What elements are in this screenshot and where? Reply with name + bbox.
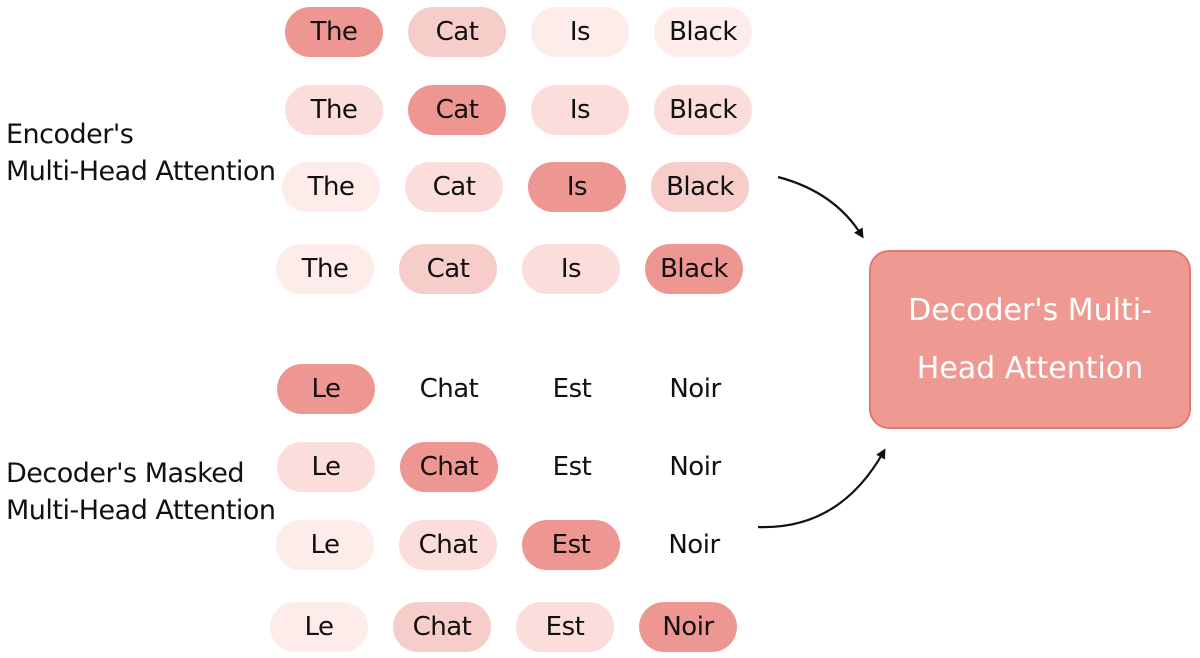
encoder-token-r4-c2: Cat bbox=[399, 244, 497, 294]
encoder-token-r1-c3: Is bbox=[531, 7, 629, 57]
decoder-token-label: Est bbox=[552, 452, 592, 482]
decoder-token-label: Chat bbox=[419, 452, 479, 482]
decoder-token-label: Est bbox=[545, 612, 585, 642]
decoder-token-r3-c4: Noir bbox=[645, 520, 743, 570]
encoder-to-decoder-arrow bbox=[777, 175, 864, 239]
decoder-token-r1-c1: Le bbox=[277, 364, 375, 414]
encoder-token-label: Cat bbox=[435, 95, 479, 125]
decoder-token-label: Le bbox=[310, 530, 340, 560]
encoder-token-label: Is bbox=[566, 172, 588, 202]
encoder-token-label: The bbox=[310, 95, 358, 125]
encoder-token-r2-c2: Cat bbox=[408, 85, 506, 135]
encoder-token-label: Black bbox=[660, 254, 728, 284]
encoder-token-label: Cat bbox=[432, 172, 476, 202]
decoder-token-label: Le bbox=[304, 612, 334, 642]
decoder-token-r2-c2: Chat bbox=[400, 442, 498, 492]
decoder-token-label: Chat bbox=[418, 530, 478, 560]
encoder-token-r2-c1: The bbox=[285, 85, 383, 135]
decoder-token-r1-c4: Noir bbox=[646, 364, 744, 414]
decoder-token-r4-c3: Est bbox=[516, 602, 614, 652]
encoder-token-r1-c1: The bbox=[285, 7, 383, 57]
decoder-token-r4-c1: Le bbox=[270, 602, 368, 652]
decoder-token-r1-c2: Chat bbox=[400, 364, 498, 414]
encoder-token-label: Cat bbox=[435, 17, 479, 47]
decoder-masked-label: Decoder's Masked Multi-Head Attention bbox=[6, 455, 276, 529]
encoder-token-r2-c3: Is bbox=[531, 85, 629, 135]
decoder-token-label: Chat bbox=[412, 612, 472, 642]
encoder-label-line-1: Encoder's bbox=[6, 119, 134, 150]
decoder-token-r1-c3: Est bbox=[523, 364, 621, 414]
encoder-token-label: Is bbox=[560, 254, 582, 284]
encoder-token-r2-c4: Black bbox=[654, 85, 752, 135]
decoder-token-r3-c2: Chat bbox=[399, 520, 497, 570]
decoder-multi-head-attention-box: Decoder's Multi-Head Attention bbox=[869, 250, 1191, 429]
decoder-masked-to-decoder-arrow bbox=[757, 448, 886, 529]
decoder-token-label: Est bbox=[552, 374, 592, 404]
encoder-token-r3-c1: The bbox=[282, 162, 380, 212]
decoder-token-label: Noir bbox=[669, 374, 721, 404]
decoder-token-label: Le bbox=[311, 374, 341, 404]
encoder-token-label: The bbox=[310, 17, 358, 47]
decoder-masked-label-line-2: Multi-Head Attention bbox=[6, 495, 276, 526]
decoder-multi-head-attention-label: Decoder's Multi-Head Attention bbox=[908, 292, 1152, 386]
encoder-token-label: Black bbox=[669, 95, 737, 125]
encoder-token-r3-c4: Black bbox=[651, 162, 749, 212]
encoder-token-label: Cat bbox=[426, 254, 470, 284]
decoder-token-r3-c3: Est bbox=[522, 520, 620, 570]
encoder-token-r3-c2: Cat bbox=[405, 162, 503, 212]
decoder-token-label: Noir bbox=[668, 530, 720, 560]
encoder-token-label: Is bbox=[569, 17, 591, 47]
encoder-token-r4-c1: The bbox=[276, 244, 374, 294]
decoder-token-label: Le bbox=[311, 452, 341, 482]
decoder-token-label: Chat bbox=[419, 374, 479, 404]
encoder-token-r4-c3: Is bbox=[522, 244, 620, 294]
encoder-token-label: Black bbox=[666, 172, 734, 202]
decoder-token-label: Noir bbox=[669, 452, 721, 482]
decoder-token-label: Noir bbox=[662, 612, 714, 642]
encoder-label: Encoder's Multi-Head Attention bbox=[6, 116, 276, 190]
encoder-token-label: The bbox=[301, 254, 349, 284]
decoder-token-r2-c3: Est bbox=[523, 442, 621, 492]
encoder-token-label: Black bbox=[669, 17, 737, 47]
encoder-token-r3-c3: Is bbox=[528, 162, 626, 212]
decoder-token-r4-c4: Noir bbox=[639, 602, 737, 652]
decoder-token-r2-c1: Le bbox=[277, 442, 375, 492]
decoder-masked-label-line-1: Decoder's Masked bbox=[6, 458, 245, 489]
decoder-token-label: Est bbox=[551, 530, 591, 560]
encoder-token-r4-c4: Black bbox=[645, 244, 743, 294]
encoder-label-line-2: Multi-Head Attention bbox=[6, 156, 276, 187]
encoder-token-r1-c2: Cat bbox=[408, 7, 506, 57]
encoder-token-r1-c4: Black bbox=[654, 7, 752, 57]
decoder-token-r3-c1: Le bbox=[276, 520, 374, 570]
decoder-token-r2-c4: Noir bbox=[646, 442, 744, 492]
decoder-token-r4-c2: Chat bbox=[393, 602, 491, 652]
encoder-token-label: The bbox=[307, 172, 355, 202]
encoder-token-label: Is bbox=[569, 95, 591, 125]
